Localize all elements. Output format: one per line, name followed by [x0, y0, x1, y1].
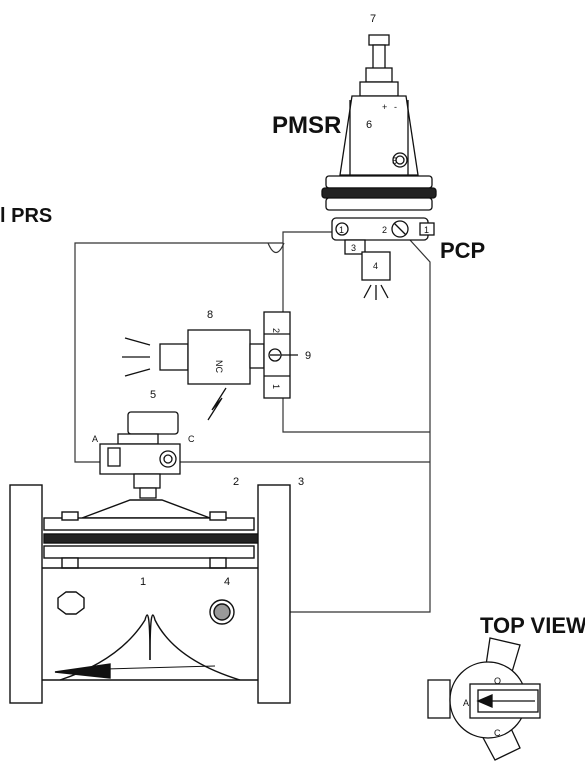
selector-letter-a: A — [92, 434, 98, 444]
callout-6: 6 — [366, 119, 372, 131]
pilot-port-4 — [361, 251, 391, 281]
adjusting-screw-stem — [372, 44, 386, 71]
top-view-letter-c: C — [494, 728, 501, 738]
top-view-letter-a: A — [463, 698, 469, 708]
callout-1: 1 — [140, 576, 146, 588]
callout-4: 4 — [224, 576, 230, 588]
solenoid-port-1: 1 — [271, 384, 281, 389]
top-view-arrow-icon — [476, 694, 493, 708]
callout-7: 7 — [370, 13, 376, 25]
pilot-tubing — [74, 231, 431, 613]
outlet-flange — [257, 484, 291, 704]
diaphragm — [43, 533, 275, 544]
pmsr-pilot — [321, 34, 437, 300]
solenoid-nc: NC — [214, 360, 224, 373]
solenoid-port-2: 2 — [271, 328, 281, 333]
pilot-flange-upper — [325, 175, 433, 189]
flow-arrow-icon — [54, 663, 111, 679]
valve-bonnet-cone — [81, 499, 211, 519]
lock-nut — [365, 67, 393, 83]
selector-handle — [127, 411, 179, 435]
selector-cock — [99, 411, 181, 499]
callout-5: 5 — [150, 389, 156, 401]
callout-9: 9 — [305, 350, 311, 362]
top-view-letter-o: O — [494, 676, 501, 686]
label-pmsr: PMSR — [272, 112, 341, 139]
solenoid-coil — [187, 329, 251, 385]
adjust-minus: - — [394, 102, 397, 112]
callout-8: 8 — [207, 309, 213, 321]
adjusting-screw-cap — [368, 34, 390, 46]
callout-2: 2 — [233, 476, 239, 488]
solenoid-plug — [159, 343, 189, 371]
label-prs-fragment: l PRS — [0, 205, 52, 227]
adjust-plus: + — [382, 102, 387, 112]
solenoid-valve — [122, 311, 298, 421]
bonnet-plate — [43, 517, 255, 531]
lightning-icon — [207, 387, 227, 421]
label-top-view: TOP VIEW — [480, 613, 585, 638]
top-view-left-port — [427, 679, 451, 719]
top-view-handle — [427, 637, 541, 761]
label-pcp: PCP — [440, 238, 485, 263]
main-valve — [9, 484, 291, 704]
inlet-flange — [9, 484, 43, 704]
inlet-plug — [57, 591, 85, 615]
pilot-port-5: 5 — [392, 156, 397, 166]
pilot-port-2: 2 — [382, 225, 387, 235]
pilot-port-3: 3 — [351, 243, 356, 253]
pilot-port-4-label: 4 — [373, 261, 378, 271]
callout-3: 3 — [298, 476, 304, 488]
pilot-port-1b: 1 — [424, 225, 429, 235]
pilot-port-1: 1 — [339, 225, 344, 235]
selector-letter-c: C — [188, 434, 195, 444]
